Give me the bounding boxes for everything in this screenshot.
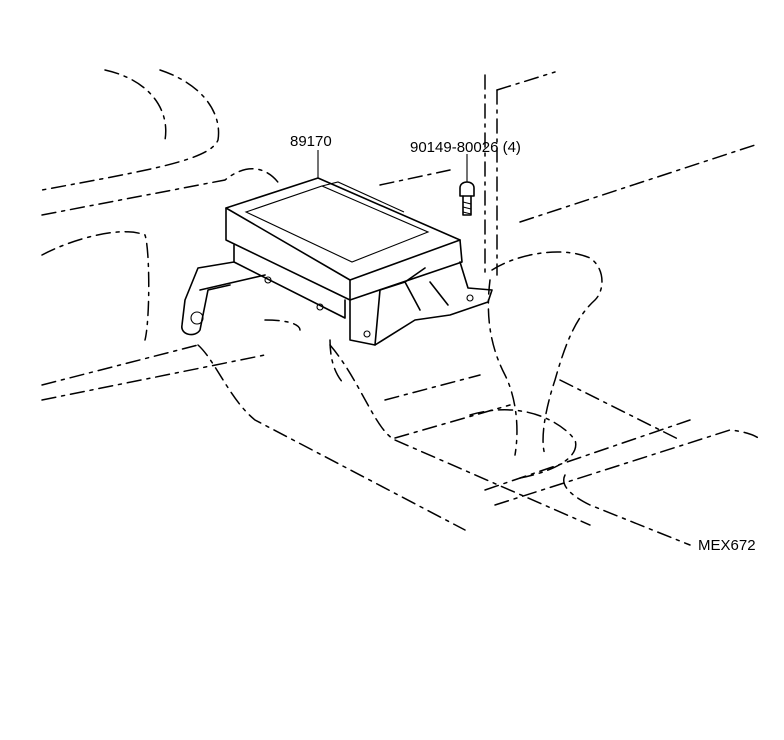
console-outline bbox=[41, 69, 761, 546]
part-number-ecu: 89170 bbox=[290, 133, 332, 150]
part-number-bolt: 90149-80026 (4) bbox=[410, 139, 521, 156]
airbag-sensor-unit bbox=[181, 177, 493, 346]
figure-code: MEX672 bbox=[698, 537, 756, 554]
bolt-icon bbox=[459, 181, 475, 216]
